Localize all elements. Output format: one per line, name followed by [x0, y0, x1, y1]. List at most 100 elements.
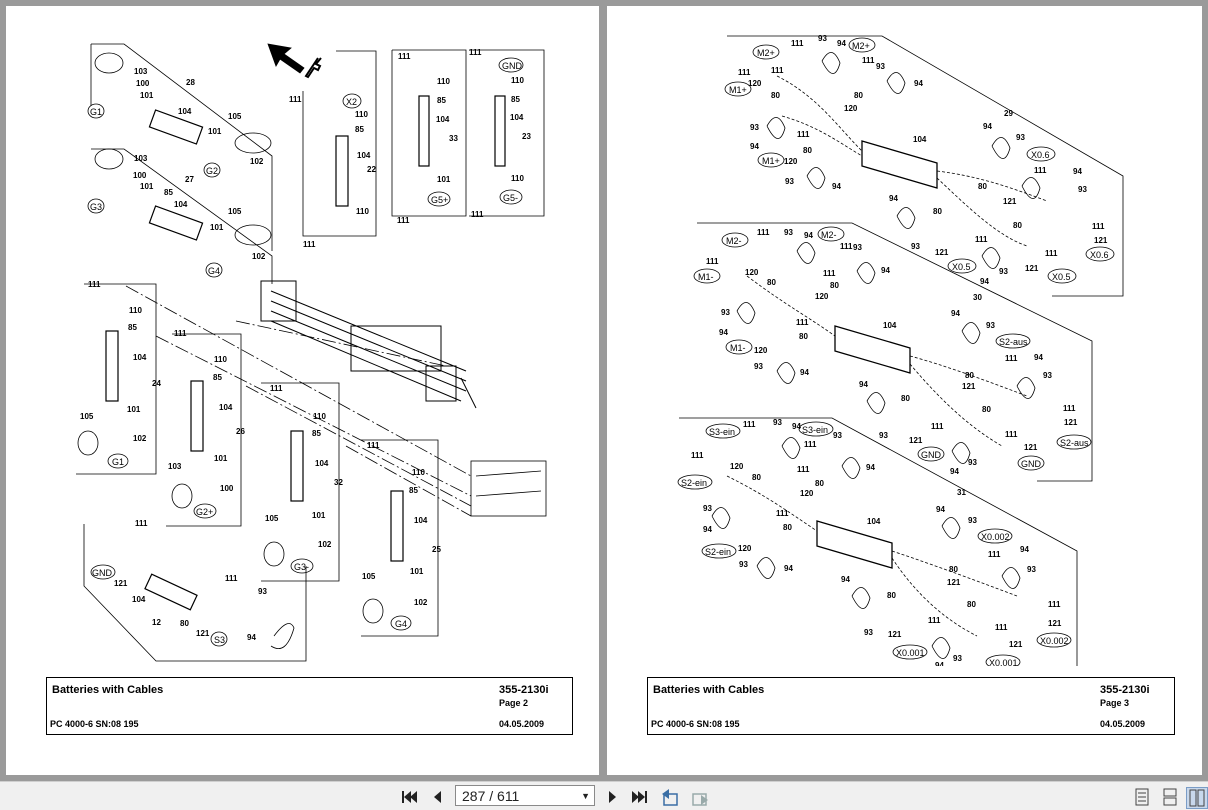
svg-text:121: 121 — [1003, 197, 1017, 206]
svg-text:93: 93 — [773, 418, 782, 427]
svg-text:111: 111 — [1045, 249, 1058, 258]
svg-text:101: 101 — [210, 223, 224, 232]
continuous-view-button[interactable] — [1160, 787, 1180, 807]
svg-text:93: 93 — [986, 321, 995, 330]
svg-text:104: 104 — [178, 107, 192, 116]
svg-text:94: 94 — [750, 142, 759, 151]
svg-text:G4: G4 — [395, 619, 407, 629]
two-page-view-button[interactable] — [1186, 787, 1208, 809]
svg-text:111: 111 — [706, 257, 719, 266]
svg-text:101: 101 — [140, 182, 154, 191]
svg-text:94: 94 — [859, 380, 868, 389]
svg-text:111: 111 — [862, 56, 875, 65]
title-block-right: Batteries with Cables 355-2130i Page 3 P… — [647, 677, 1175, 735]
svg-text:93: 93 — [750, 123, 759, 132]
svg-text:111: 111 — [398, 52, 411, 61]
svg-text:94: 94 — [1073, 167, 1082, 176]
page-number-input[interactable]: 287 / 611 ▼ — [455, 785, 595, 806]
svg-text:121: 121 — [909, 436, 923, 445]
svg-text:94: 94 — [841, 575, 850, 584]
svg-text:80: 80 — [901, 394, 910, 403]
svg-text:94: 94 — [889, 194, 898, 203]
svg-text:80: 80 — [1013, 221, 1022, 230]
svg-text:110: 110 — [214, 355, 227, 364]
svg-text:80: 80 — [803, 146, 812, 155]
svg-text:111: 111 — [289, 95, 302, 104]
svg-text:120: 120 — [730, 462, 744, 471]
first-page-button[interactable] — [399, 787, 419, 807]
svg-text:111: 111 — [743, 420, 756, 429]
svg-text:111: 111 — [757, 228, 770, 237]
svg-text:111: 111 — [135, 519, 148, 528]
go-forward-button[interactable] — [690, 787, 710, 807]
title-block-left: Batteries with Cables 355-2130i Page 2 P… — [46, 677, 573, 735]
svg-text:25: 25 — [432, 545, 441, 554]
machine-model: PC 4000-6 SN:08 195 — [50, 719, 139, 729]
go-back-button[interactable] — [660, 787, 680, 807]
svg-text:23: 23 — [522, 132, 531, 141]
svg-text:85: 85 — [437, 96, 446, 105]
svg-text:121: 121 — [1025, 264, 1039, 273]
svg-text:111: 111 — [1092, 222, 1105, 231]
svg-text:M1+: M1+ — [762, 156, 780, 166]
chevron-down-icon[interactable]: ▼ — [581, 791, 590, 801]
svg-text:94: 94 — [792, 422, 801, 431]
svg-text:93: 93 — [953, 654, 962, 663]
svg-text:121: 121 — [962, 382, 976, 391]
svg-text:M1+: M1+ — [729, 85, 747, 95]
svg-text:120: 120 — [800, 489, 814, 498]
svg-text:120: 120 — [738, 544, 752, 553]
svg-text:111: 111 — [225, 574, 238, 583]
page-indicator: 287 / 611 — [462, 788, 520, 804]
svg-text:111: 111 — [1005, 430, 1018, 439]
svg-text:85: 85 — [355, 125, 364, 134]
prev-page-button[interactable] — [427, 787, 447, 807]
svg-text:120: 120 — [784, 157, 798, 166]
svg-text:94: 94 — [983, 122, 992, 131]
svg-text:104: 104 — [174, 200, 188, 209]
svg-text:93: 93 — [784, 228, 793, 237]
svg-text:94: 94 — [951, 309, 960, 318]
drawing-number: 355-2130i — [499, 684, 549, 696]
svg-text:93: 93 — [853, 243, 862, 252]
svg-text:102: 102 — [318, 540, 332, 549]
svg-text:80: 80 — [978, 182, 987, 191]
svg-text:121: 121 — [888, 630, 902, 639]
svg-text:111: 111 — [975, 235, 988, 244]
last-page-button[interactable] — [630, 787, 650, 807]
svg-text:80: 80 — [783, 523, 792, 532]
svg-text:111: 111 — [1034, 166, 1047, 175]
svg-text:G3: G3 — [90, 202, 102, 212]
svg-text:111: 111 — [174, 329, 187, 338]
svg-text:111: 111 — [270, 384, 283, 393]
drawing-number: 355-2130i — [1100, 684, 1150, 696]
svg-text:94: 94 — [247, 633, 256, 642]
svg-text:101: 101 — [437, 175, 451, 184]
svg-text:94: 94 — [703, 525, 712, 534]
page-label: Page 3 — [1100, 698, 1130, 708]
prev-page-icon — [434, 791, 441, 803]
svg-text:29: 29 — [1004, 109, 1013, 118]
svg-text:S3: S3 — [214, 635, 225, 645]
svg-text:30: 30 — [973, 293, 982, 302]
svg-text:101: 101 — [214, 454, 228, 463]
svg-text:94: 94 — [881, 266, 890, 275]
next-page-button[interactable] — [603, 787, 623, 807]
svg-text:27: 27 — [185, 175, 194, 184]
svg-text:111: 111 — [840, 242, 853, 251]
last-page-icon — [632, 791, 647, 803]
svg-text:94: 94 — [1020, 545, 1029, 554]
svg-text:93: 93 — [1016, 133, 1025, 142]
svg-text:103: 103 — [134, 67, 148, 76]
go-back-icon — [662, 789, 678, 806]
single-page-view-button[interactable] — [1132, 787, 1152, 807]
page-label: Page 2 — [499, 698, 529, 708]
svg-text:80: 80 — [752, 473, 761, 482]
svg-text:104: 104 — [315, 459, 329, 468]
svg-text:104: 104 — [510, 113, 524, 122]
svg-text:94: 94 — [832, 182, 841, 191]
